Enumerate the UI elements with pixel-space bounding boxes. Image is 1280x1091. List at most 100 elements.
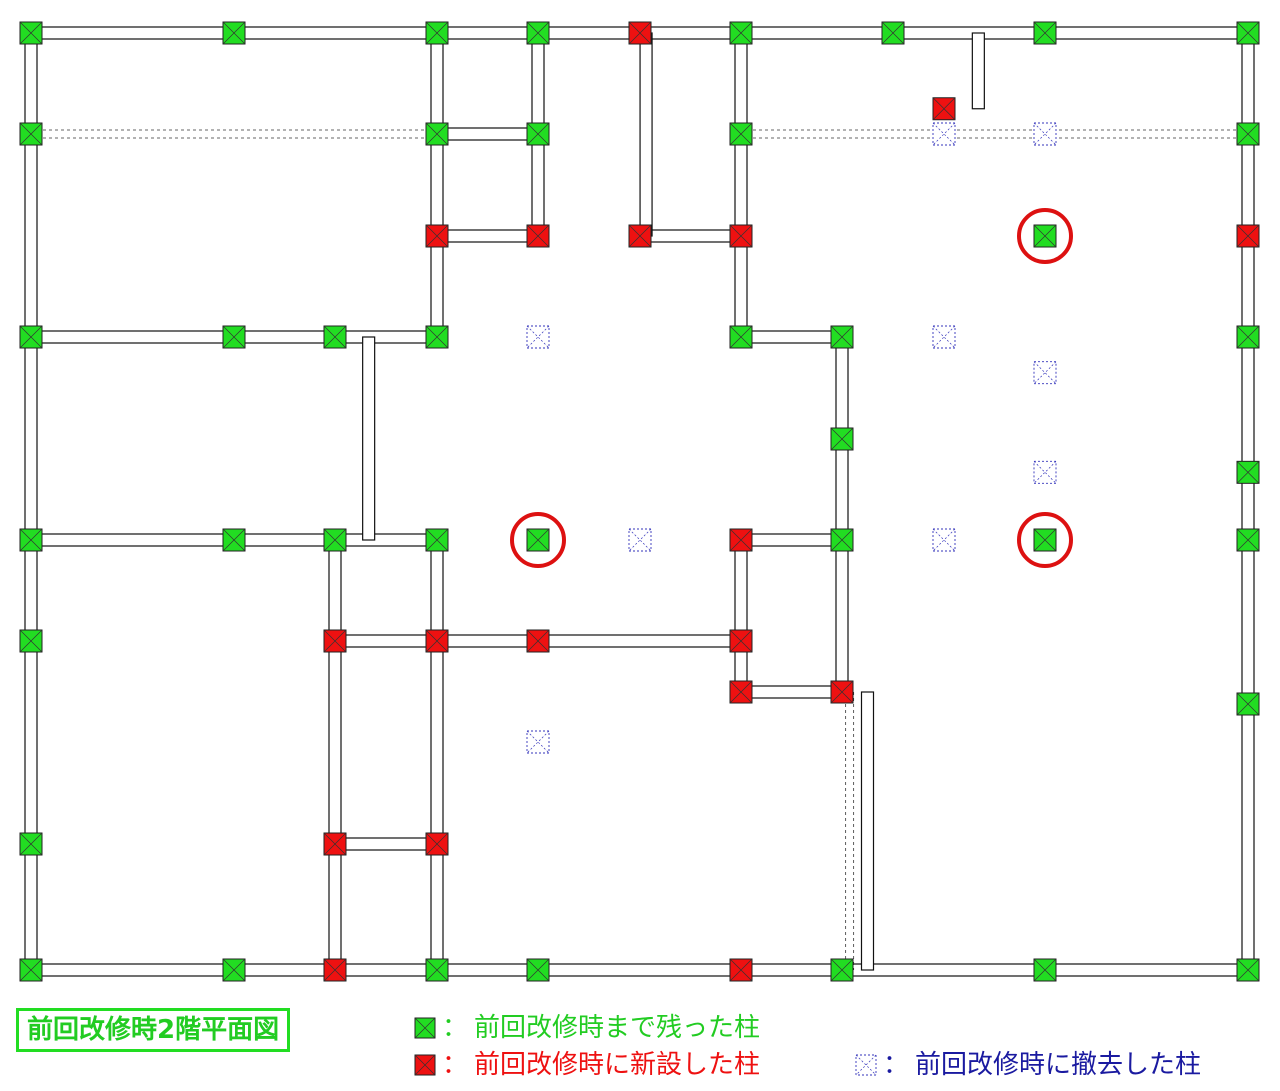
- removed-column: [1033, 122, 1057, 146]
- remaining-column: [526, 958, 550, 982]
- remaining-column: [19, 122, 43, 146]
- remaining-column: [19, 325, 43, 349]
- remaining-column: [526, 122, 550, 146]
- new-column: [830, 680, 854, 704]
- new-column: [323, 832, 347, 856]
- wall-segment: [1241, 32, 1255, 971]
- remaining-column: [1236, 692, 1260, 716]
- remaining-column: [1236, 460, 1260, 484]
- new-column: [729, 680, 753, 704]
- wall-segment: [30, 963, 1249, 977]
- remaining-column: [526, 21, 550, 45]
- remaining-column: [425, 325, 449, 349]
- remaining-column: [526, 528, 550, 552]
- remaining-column: [729, 122, 753, 146]
- remaining-column: [1033, 224, 1057, 248]
- legend-separator: ：: [442, 1013, 469, 1043]
- columns-removed: [526, 122, 1057, 754]
- remaining-column: [1236, 21, 1260, 45]
- wall-segment: [334, 837, 438, 851]
- legend-separator: ：: [442, 1050, 469, 1080]
- remaining-column: [222, 528, 246, 552]
- wall-segment: [639, 229, 742, 243]
- remaining-column: [830, 528, 854, 552]
- legend-removed: ： 前回改修時に撤去した柱: [855, 1050, 1201, 1080]
- remaining-column: [425, 21, 449, 45]
- walls-solid: [24, 26, 1255, 977]
- wall-segment: [24, 32, 38, 971]
- removed-column-swatch-icon: [855, 1054, 877, 1076]
- new-column: [323, 629, 347, 653]
- new-column-swatch-icon: [414, 1054, 436, 1076]
- remaining-column: [425, 528, 449, 552]
- highlight-circle: [1017, 512, 1073, 568]
- remaining-column: [19, 958, 43, 982]
- remaining-column-swatch-icon: [414, 1017, 436, 1039]
- removed-column: [932, 325, 956, 349]
- legend-remaining: ： 前回改修時まで残った柱: [414, 1013, 760, 1043]
- legend-separator: ：: [883, 1050, 910, 1080]
- wall-segment: [362, 336, 376, 541]
- wall-segment: [734, 539, 748, 693]
- removed-column: [526, 325, 550, 349]
- new-column: [414, 1054, 436, 1076]
- removed-column: [628, 528, 652, 552]
- remaining-column: [19, 832, 43, 856]
- remaining-column: [19, 21, 43, 45]
- wall-segment: [436, 229, 539, 243]
- columns-remaining: [19, 21, 1260, 982]
- remaining-column: [830, 958, 854, 982]
- new-column: [526, 224, 550, 248]
- new-column: [526, 629, 550, 653]
- legend-label: 前回改修時に新設した柱: [474, 1050, 761, 1080]
- wall-segment: [436, 127, 539, 141]
- remaining-column: [414, 1017, 436, 1039]
- remaining-column: [881, 21, 905, 45]
- legend-label: 前回改修時に撤去した柱: [915, 1050, 1202, 1080]
- wall-segment: [971, 32, 985, 110]
- highlight-circles: [510, 208, 1073, 568]
- remaining-column: [1236, 122, 1260, 146]
- remaining-column: [1033, 21, 1057, 45]
- new-column: [425, 832, 449, 856]
- new-column: [425, 629, 449, 653]
- remaining-column: [830, 427, 854, 451]
- remaining-column: [323, 528, 347, 552]
- remaining-column: [222, 21, 246, 45]
- removed-column: [526, 730, 550, 754]
- remaining-column: [425, 122, 449, 146]
- removed-column: [1033, 361, 1057, 385]
- wall-segment: [740, 685, 843, 699]
- remaining-column: [729, 21, 753, 45]
- remaining-column: [222, 325, 246, 349]
- remaining-column: [830, 325, 854, 349]
- wall-segment: [835, 336, 849, 693]
- walls-dashed: [31, 129, 1248, 970]
- remaining-column: [729, 325, 753, 349]
- new-column: [425, 224, 449, 248]
- highlight-circle: [1017, 208, 1073, 264]
- legend-label: 前回改修時まで残った柱: [474, 1013, 761, 1043]
- remaining-column: [19, 629, 43, 653]
- remaining-column: [323, 325, 347, 349]
- removed-column: [855, 1054, 877, 1076]
- remaining-column: [1236, 958, 1260, 982]
- wall-segment: [430, 32, 444, 338]
- remaining-column: [425, 958, 449, 982]
- removed-column: [1033, 460, 1057, 484]
- new-column: [628, 224, 652, 248]
- legend-new: ： 前回改修時に新設した柱: [414, 1050, 760, 1080]
- columns-new: [323, 21, 1260, 982]
- new-column: [729, 629, 753, 653]
- highlight-circle: [510, 512, 566, 568]
- floor-plan: [19, 21, 1260, 982]
- new-column: [729, 958, 753, 982]
- wall-segment: [734, 32, 748, 338]
- remaining-column: [1236, 325, 1260, 349]
- removed-column: [932, 528, 956, 552]
- removed-column: [932, 122, 956, 146]
- plan-title: 前回改修時2階平面図: [16, 1008, 291, 1052]
- remaining-column: [19, 528, 43, 552]
- wall-segment: [860, 691, 875, 971]
- wall-segment: [740, 330, 843, 344]
